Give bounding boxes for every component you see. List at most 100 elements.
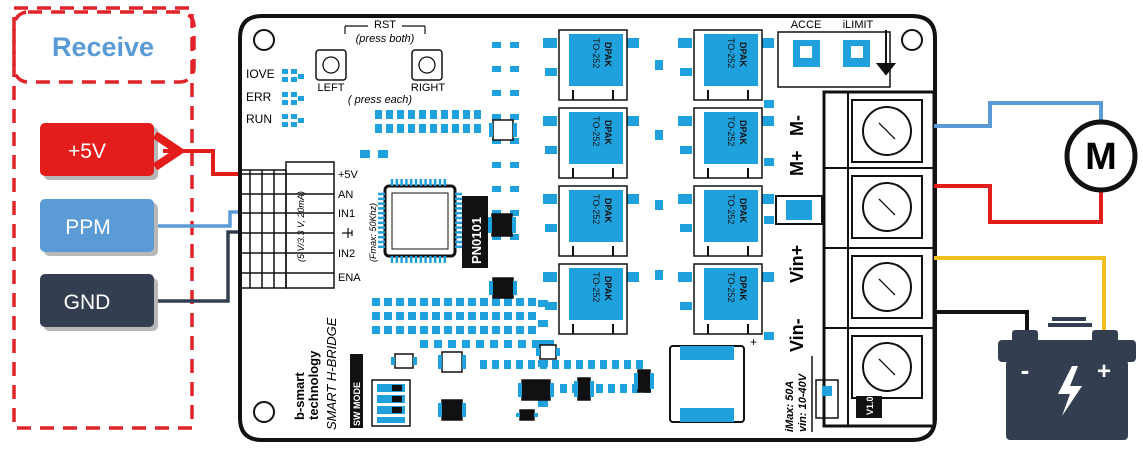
- receive-title: Receive: [52, 32, 154, 62]
- small-ics: [391, 119, 654, 421]
- mosfet-package-label: DPAK: [738, 120, 748, 145]
- motor-symbol: [1064, 119, 1138, 193]
- mosfet-package-type: TO-252: [591, 272, 601, 302]
- mosfet-package-label: DPAK: [603, 276, 613, 301]
- small-ic: [391, 353, 417, 369]
- receive-title-box: [12, 10, 196, 84]
- pin-note-1: (5 V/3.3 V, 20mA): [296, 191, 306, 262]
- battery-wire-minus: [934, 310, 1029, 332]
- mosfet-package-label: DPAK: [738, 42, 748, 67]
- gnd-label: GND: [64, 291, 111, 314]
- terminal-m-plus: M+: [787, 150, 807, 176]
- dip-switch[interactable]: [371, 379, 411, 427]
- terminal-vin-minus: Vin-: [787, 318, 807, 352]
- led-run-label: RUN: [246, 112, 272, 126]
- right-button[interactable]: [411, 49, 443, 81]
- terminal-m-minus: M-: [787, 115, 807, 136]
- led-iove-label: IOVE: [246, 67, 275, 81]
- pcb-board: RST (press both) LEFT RIGHT ( press each…: [238, 14, 937, 442]
- sw-mode-label: SW MODE: [352, 382, 362, 426]
- rating-vin: vin: 10-40V: [797, 372, 809, 432]
- small-ic: [438, 351, 466, 373]
- motor: M: [1064, 119, 1138, 193]
- terminal-vin-plus: Vin+: [787, 245, 807, 283]
- vcc-box: [40, 123, 154, 176]
- small-ic: [438, 399, 466, 421]
- small-ic: [489, 119, 517, 141]
- mosfet-package-label: DPAK: [603, 198, 613, 223]
- rating-imax: iMax: 50A: [784, 381, 796, 432]
- vcc-label: +5V: [68, 140, 106, 163]
- left-button[interactable]: [315, 49, 347, 81]
- rst-hint-each: ( press each): [348, 94, 413, 106]
- receive-panel-border: [12, 6, 194, 430]
- pin-ena-label: ENA: [338, 272, 361, 284]
- small-ic: [488, 213, 516, 237]
- lightning-icon: [1058, 366, 1082, 416]
- terminal-block: [822, 90, 936, 428]
- signal-ppm: PPM: [40, 199, 158, 256]
- mosfet-package-type: TO-252: [726, 116, 736, 146]
- small-ic: [516, 409, 538, 421]
- pn0101-chip: [462, 196, 488, 268]
- small-ic: [574, 377, 594, 401]
- battery-minus-sign: -: [1021, 355, 1030, 385]
- brand-line2: technology: [306, 350, 321, 420]
- ilimit-label: iLIMIT: [843, 19, 874, 31]
- small-ic: [489, 277, 517, 299]
- pin-5v-label: +5V: [338, 169, 359, 181]
- ppm-box: [40, 199, 154, 252]
- mosfet-package-type: TO-252: [726, 38, 736, 68]
- pin-note-2: (Fmax: 50Khz): [368, 203, 378, 262]
- motor-wire-minus: [934, 101, 1103, 128]
- brand-line1: b-smart: [292, 372, 307, 420]
- mosfet-package-type: TO-252: [591, 116, 601, 146]
- right-label: RIGHT: [411, 82, 446, 94]
- left-label: LEFT: [318, 82, 345, 94]
- receive-panel: Receive: [12, 6, 196, 430]
- signal-gnd: GND: [40, 274, 158, 331]
- pn0101-label: PN0101: [469, 217, 484, 264]
- mosfet-package-type: TO-252: [591, 194, 601, 224]
- mosfet-package-label: DPAK: [738, 276, 748, 301]
- battery-plus-sign: +: [1097, 358, 1111, 385]
- pin-an-label: AN: [338, 189, 353, 201]
- signal-header: +5V AN IN1 IN2 ENA (5 V/3.3 V, 20mA) (Fm…: [239, 161, 378, 289]
- mount-hole-tr: [901, 29, 923, 51]
- mosfet-package-label: DPAK: [603, 120, 613, 145]
- mosfet-package-label: DPAK: [738, 198, 748, 223]
- gnd-box: [40, 274, 154, 327]
- mosfet-package-type: TO-252: [726, 272, 736, 302]
- ppm-label: PPM: [65, 216, 111, 239]
- mosfet-package-type: TO-252: [726, 194, 736, 224]
- brand-product: SMART H-BRIDGE: [324, 317, 339, 430]
- led-err-label: ERR: [246, 90, 272, 104]
- motor-label: M: [1085, 136, 1117, 178]
- small-ic: [536, 344, 560, 360]
- mosfet-package-type: TO-252: [591, 38, 601, 68]
- pin-in1-label: IN1: [338, 208, 355, 220]
- svg-text:+: +: [750, 335, 757, 349]
- mcu-chip: [378, 179, 462, 263]
- mosfet-package-label: DPAK: [603, 42, 613, 67]
- battery-wire-plus: [934, 256, 1106, 332]
- motor-wire-plus: [934, 184, 1103, 224]
- small-ic: [518, 379, 554, 401]
- battery-icon: - +: [998, 317, 1136, 440]
- rst-hint-both: (press both): [356, 33, 415, 45]
- mount-hole-tl: [253, 29, 275, 51]
- signal-vcc: +5V: [40, 123, 158, 180]
- mount-hole-bl: [253, 401, 275, 423]
- acce-label: ACCE: [791, 19, 822, 31]
- rst-title: RST: [374, 19, 396, 31]
